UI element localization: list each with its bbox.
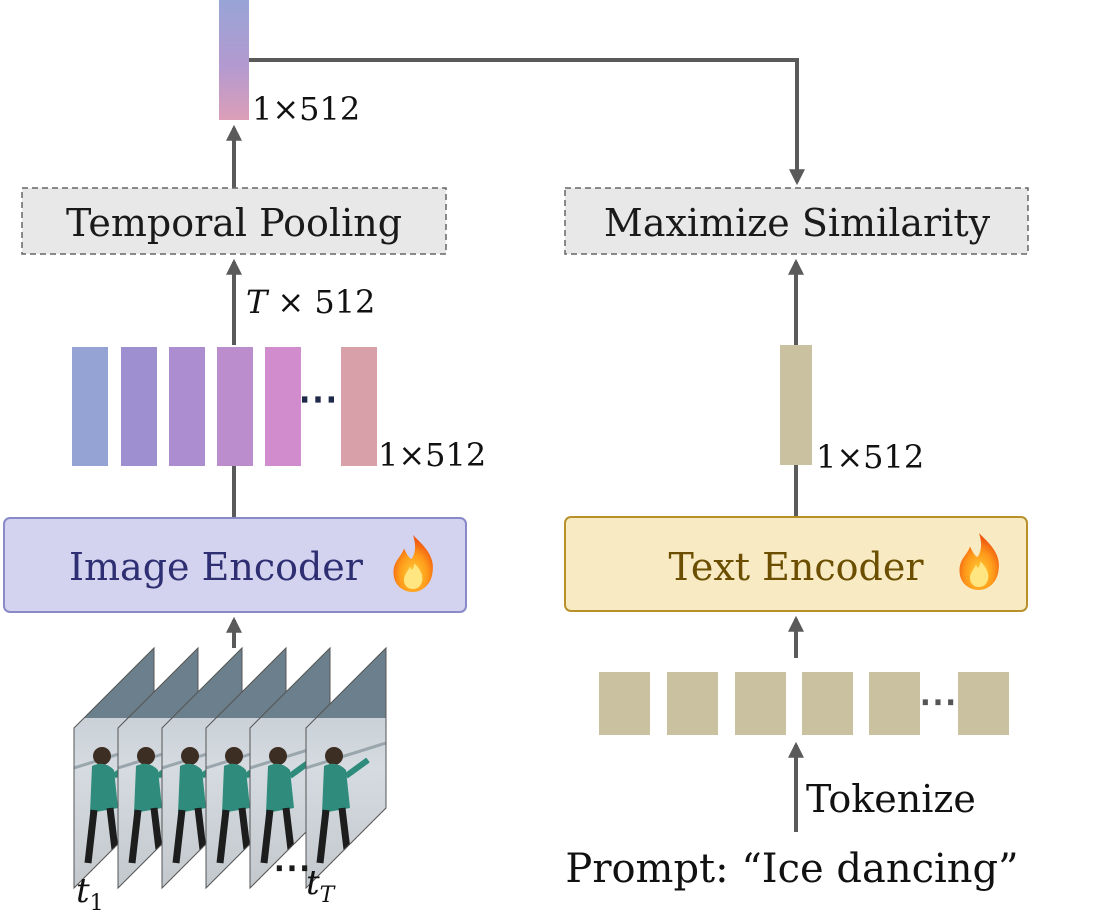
- tokens-ellipsis: ⋯: [919, 678, 957, 723]
- temporal-pooling-label: Temporal Pooling: [66, 201, 402, 245]
- token-2: [667, 672, 718, 735]
- video-frames-stack: [74, 648, 386, 888]
- prompt-text: Prompt: “Ice dancing”: [565, 846, 1018, 892]
- frame-feature-2: [121, 347, 157, 466]
- text-encoder-label: Text Encoder: [668, 545, 924, 589]
- image-encoder-label: Image Encoder: [69, 545, 364, 589]
- first-frame-label: t1: [76, 871, 104, 916]
- frame-features-dim-label: T× 512: [246, 283, 375, 321]
- pooled-video-embedding: [219, 0, 249, 120]
- token-3: [735, 672, 786, 735]
- maximize-similarity-label: Maximize Similarity: [604, 201, 991, 245]
- maximize-similarity-box: [564, 187, 1029, 255]
- token-4: [802, 672, 853, 735]
- arrow-video-to-similarity: [249, 58, 805, 186]
- text-embedding: [780, 345, 812, 465]
- pooled-dim-label: 1×512: [252, 90, 360, 128]
- last-frame-label: tT: [306, 863, 337, 908]
- text-encoder-box: [564, 516, 1028, 612]
- frame-feature-4: [217, 347, 253, 466]
- text-vector-dim-label: 1×512: [816, 438, 924, 476]
- tokenize-label: Tokenize: [806, 777, 976, 821]
- token-last: [958, 672, 1009, 735]
- temporal-pooling-box: [21, 187, 447, 255]
- frame-features-ellipsis: ⋯: [298, 375, 338, 422]
- token-1: [599, 672, 650, 735]
- frames-ellipsis: ⋯: [273, 844, 311, 889]
- frame-vector-dim-label: 1×512: [378, 436, 486, 474]
- frame-feature-3: [169, 347, 205, 466]
- token-5: [869, 672, 920, 735]
- frame-feature-5: [265, 347, 301, 466]
- frame-feature-1: [72, 347, 108, 466]
- image-encoder-box: [3, 517, 467, 613]
- frame-feature-last: [341, 347, 377, 466]
